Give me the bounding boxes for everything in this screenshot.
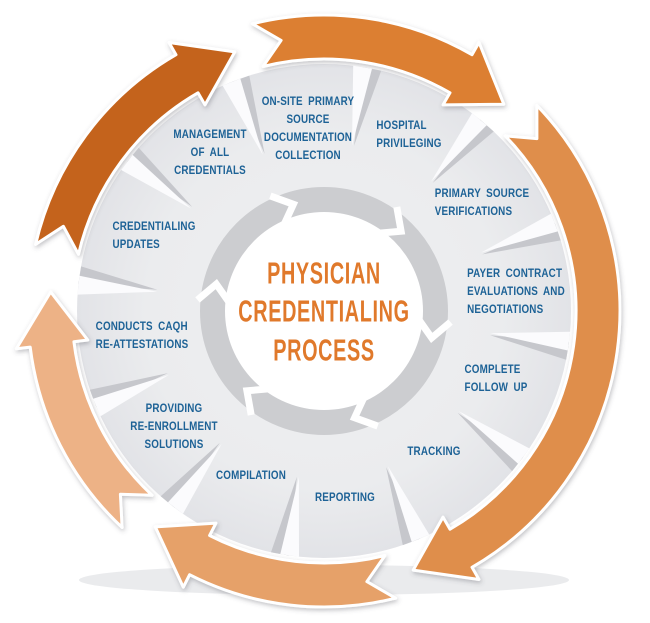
segment-divider-blade	[93, 375, 169, 417]
inner-ring-chevron	[415, 317, 453, 344]
segment-divider-blade	[431, 113, 487, 182]
segment-divider-blade	[490, 331, 571, 351]
segment-divider-blade	[222, 78, 263, 155]
outer-arrow-right	[411, 103, 622, 581]
inner-ring-chevron	[378, 206, 406, 237]
segment-dividers-group	[77, 65, 571, 557]
center-hub-circle	[225, 212, 423, 410]
segment-divider-blade	[167, 444, 222, 514]
segment-divider-shadow	[127, 147, 193, 207]
segment-divider-shadow	[160, 442, 220, 508]
outer-arrow-top	[250, 13, 506, 107]
segment-divider-blade	[458, 411, 530, 464]
segment-divider-shadow	[457, 412, 524, 472]
outer-arrow-upper-left	[34, 41, 237, 256]
segment-divider-blade	[280, 477, 299, 557]
segment-divider-blade	[481, 213, 558, 253]
inner-ring-chevron	[269, 192, 299, 227]
inner-cycle-ring-group	[195, 187, 453, 435]
inner-ring	[200, 187, 448, 435]
segment-divider-blade	[352, 65, 372, 146]
segment-divider-shadow	[432, 119, 494, 183]
inner-ring-chevron	[349, 395, 379, 430]
inner-ring-chevron	[195, 278, 233, 305]
inner-ring-chevron	[242, 385, 270, 416]
segment-divider-shadow	[354, 67, 382, 146]
outer-arrow-bottom	[153, 521, 398, 609]
outer-arrow-lower-left	[14, 290, 154, 529]
segment-divider-blade	[121, 154, 191, 209]
segment-divider-blade	[77, 275, 158, 295]
segment-divider-blade	[388, 466, 430, 542]
outer-arrows-group	[14, 13, 622, 609]
